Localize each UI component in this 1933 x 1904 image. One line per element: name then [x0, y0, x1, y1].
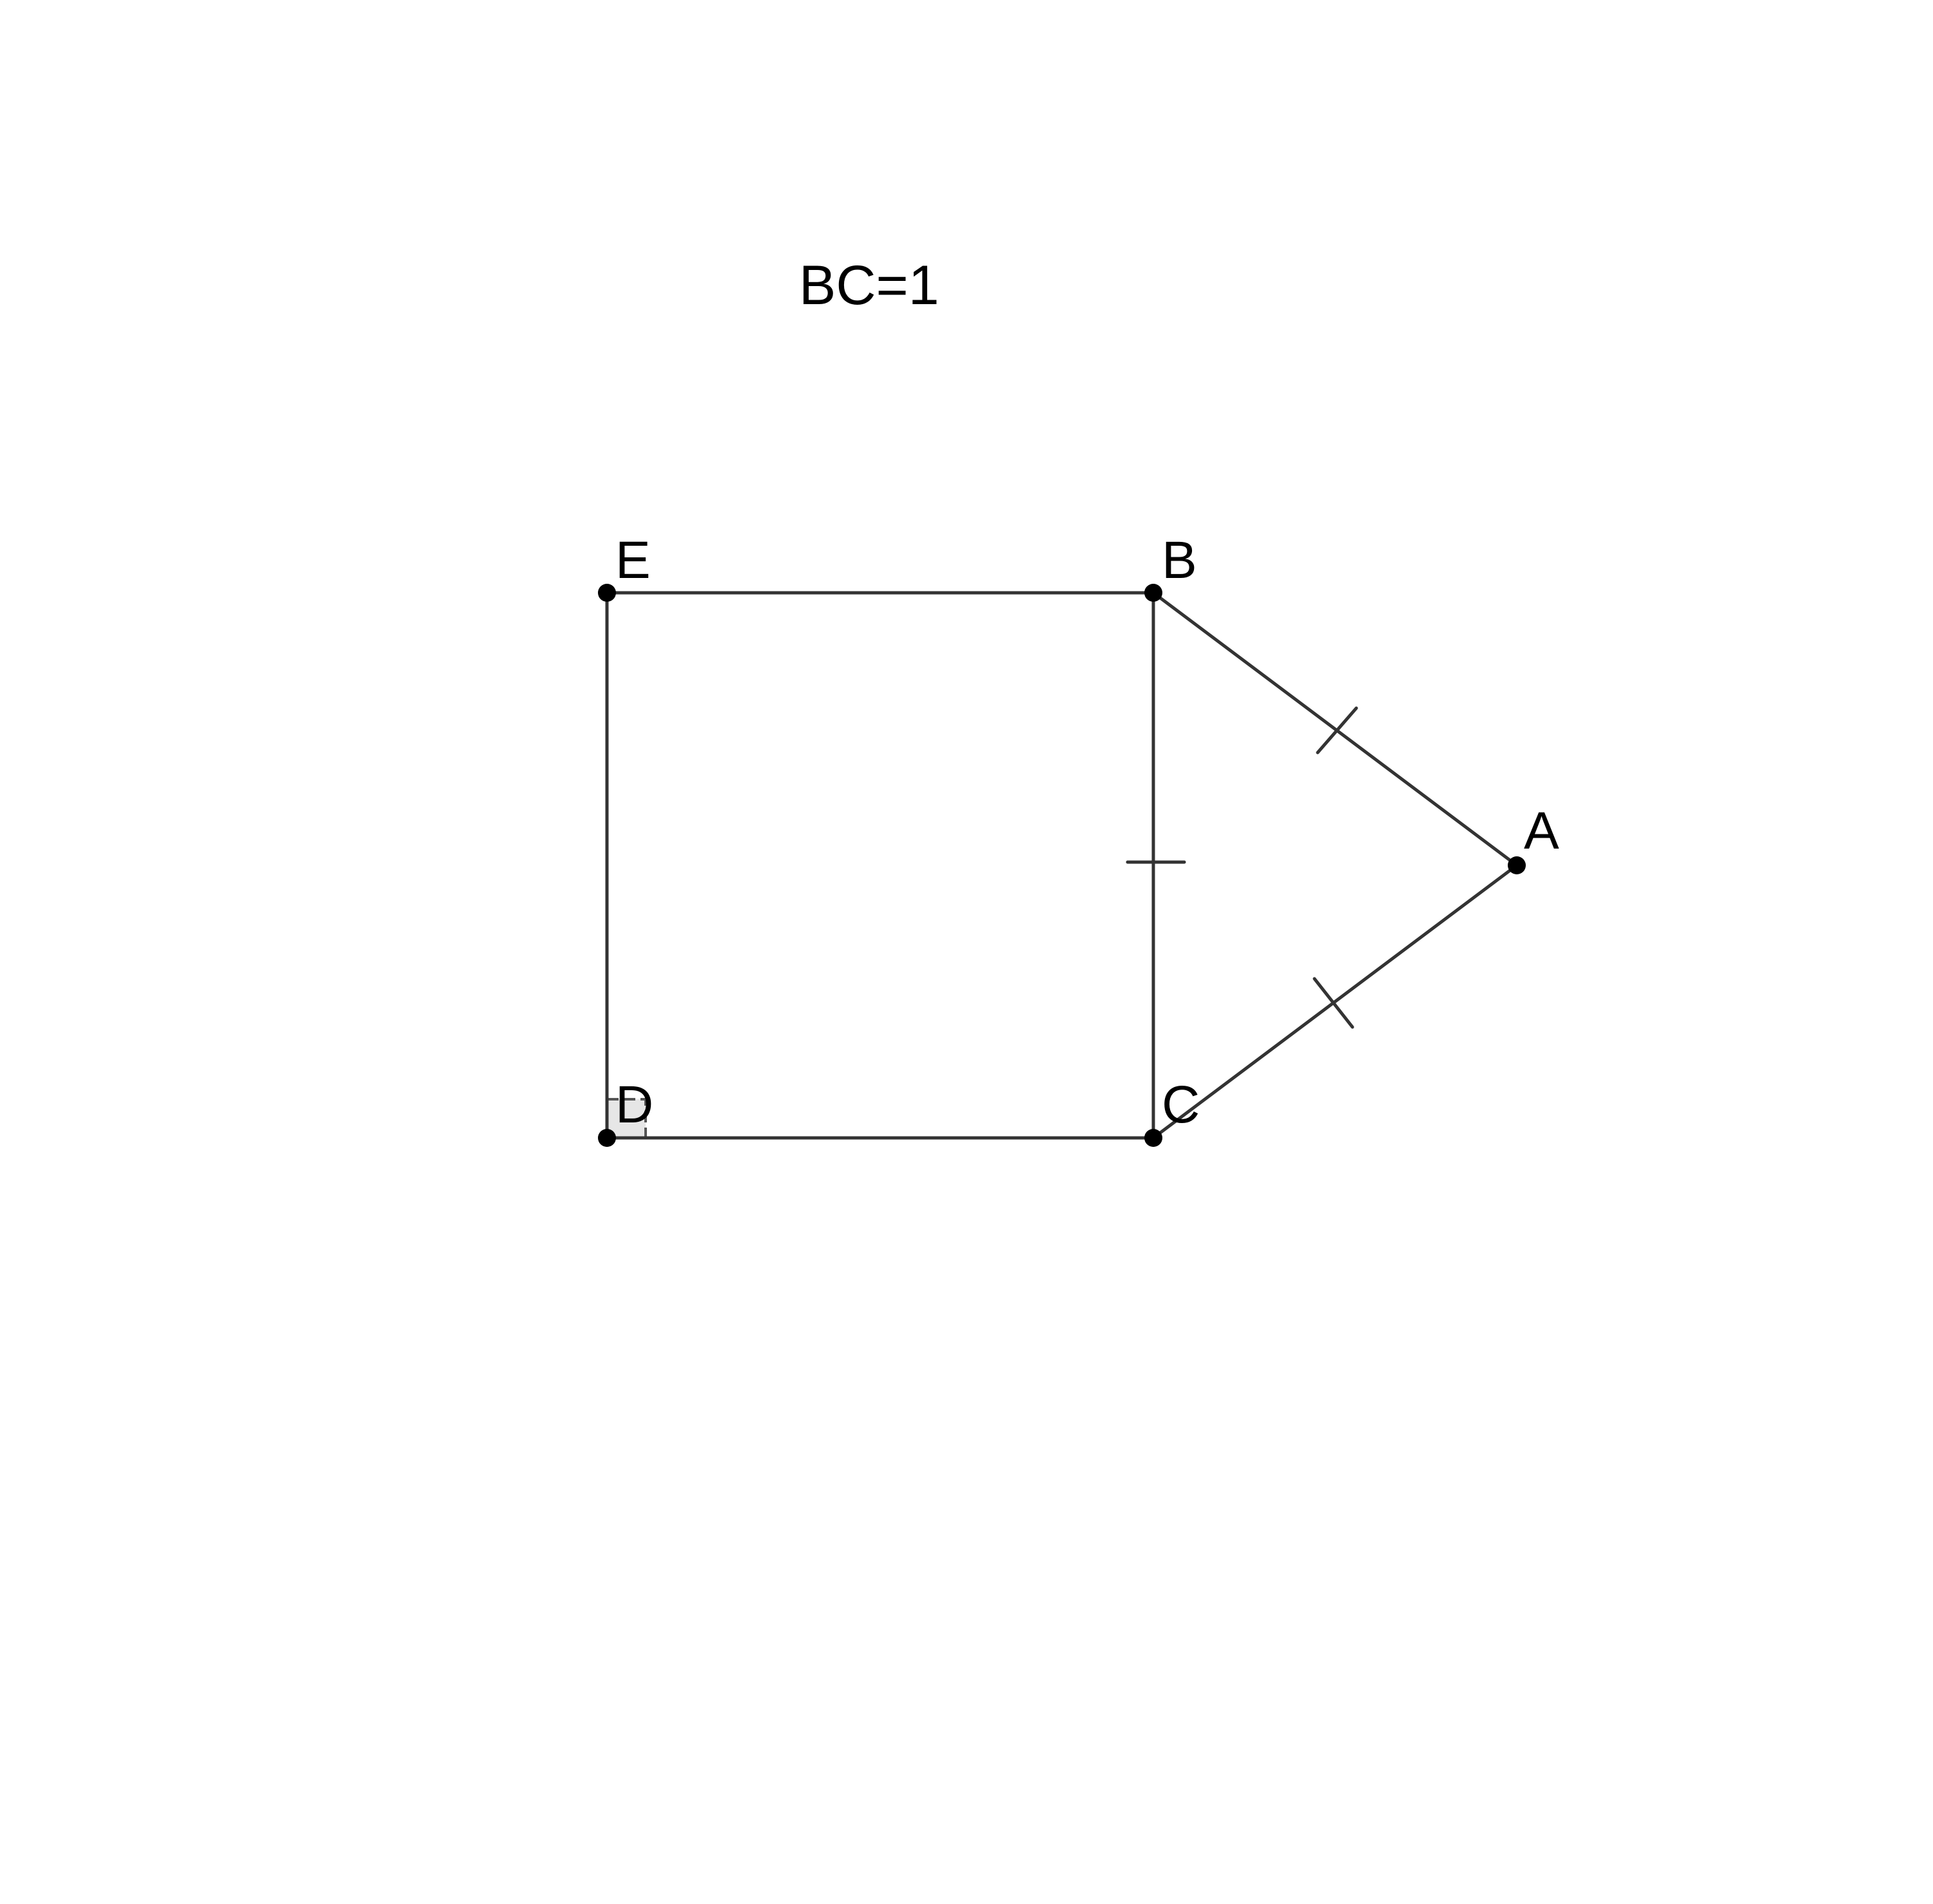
segment-ba [1151, 591, 1519, 867]
tick-mark-ba [1316, 706, 1358, 755]
right-angle-marker-d [607, 1098, 647, 1138]
point-a [1508, 856, 1526, 874]
label-e: E [615, 531, 651, 590]
tick-mark-ca [1313, 977, 1354, 1029]
point-b [1144, 584, 1162, 602]
label-c: C [1162, 1075, 1200, 1134]
point-e [598, 584, 616, 602]
point-c [1144, 1129, 1162, 1147]
caption-bc-equals-1: BC=1 [799, 255, 939, 316]
label-a: A [1524, 802, 1559, 860]
point-d [598, 1129, 616, 1147]
label-d: D [615, 1075, 653, 1134]
segment-ca [1151, 863, 1519, 1140]
label-b: B [1162, 531, 1197, 590]
